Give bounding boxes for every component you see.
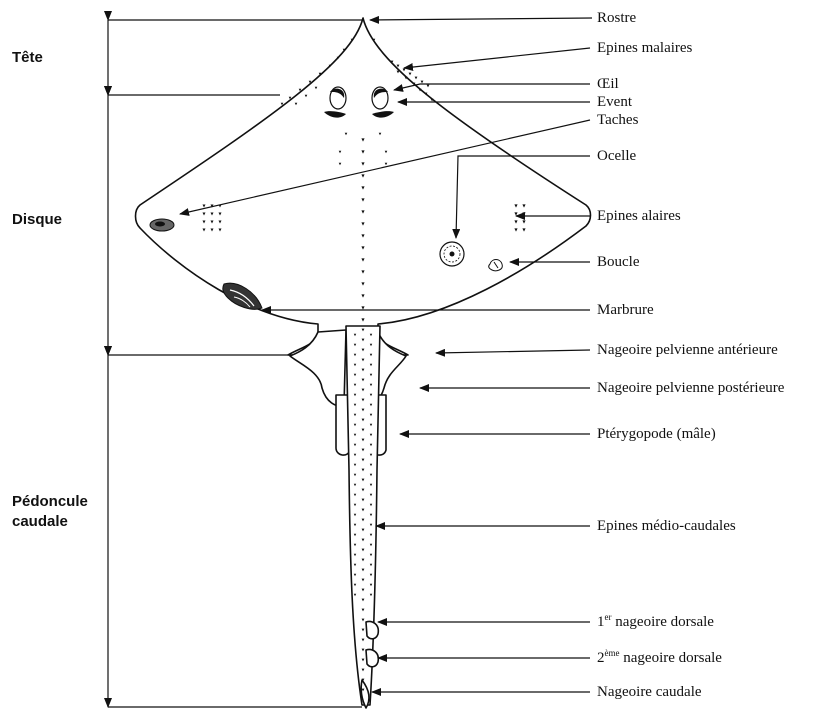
spine-mark (421, 81, 424, 84)
section-disc-label: Disque (12, 211, 62, 228)
spine-mark (409, 73, 412, 76)
arrow-eye (394, 84, 590, 90)
arrow-malar-spines (404, 48, 590, 68)
ocellus (440, 242, 464, 266)
label-second-dorsal-fin: 2ème nageoire dorsale (597, 648, 722, 666)
arrow-rostrum (370, 18, 592, 20)
spot-patch (150, 219, 174, 231)
first-dorsal-fin (366, 622, 378, 639)
label-mediocaudal-spines: Epines médio-caudales (597, 518, 736, 534)
label-alar-spines: Epines alaires (597, 208, 681, 224)
label-ocellus: Ocelle (597, 148, 636, 164)
ray-tail (346, 326, 380, 705)
section-peduncle-label-1: Pédoncule (12, 493, 88, 510)
ray-illustration (136, 18, 591, 708)
label-post-pelvic-fin: Nageoire pelvienne postérieure (597, 380, 785, 396)
arrow-ant-pelvic (436, 350, 590, 353)
label-rostrum: Rostre (597, 10, 637, 26)
label-ant-pelvic-fin: Nageoire pelvienne antérieure (597, 342, 778, 358)
label-eye: Œil (597, 76, 619, 92)
label-marbling: Marbrure (597, 302, 654, 318)
label-spots: Taches (597, 112, 639, 128)
spine-mark (427, 85, 430, 88)
label-clasper: Ptérygopode (mâle) (597, 426, 716, 442)
label-buckler: Boucle (597, 254, 640, 270)
section-head-label: Tête (12, 49, 43, 66)
label-spiracle: Event (597, 94, 633, 110)
peduncle-bracket (108, 355, 362, 707)
section-peduncle-label-2: caudale (12, 513, 68, 530)
callout-labels: Rostre Epines malaires Œil Event Taches … (597, 10, 785, 700)
spine-mark (415, 77, 418, 80)
second-dorsal-fin (366, 650, 378, 667)
spine-mark (403, 69, 406, 72)
label-first-dorsal-fin: 1er nageoire dorsale (597, 612, 714, 630)
label-malar-spines: Epines malaires (597, 40, 693, 56)
label-caudal-fin: Nageoire caudale (597, 684, 702, 700)
